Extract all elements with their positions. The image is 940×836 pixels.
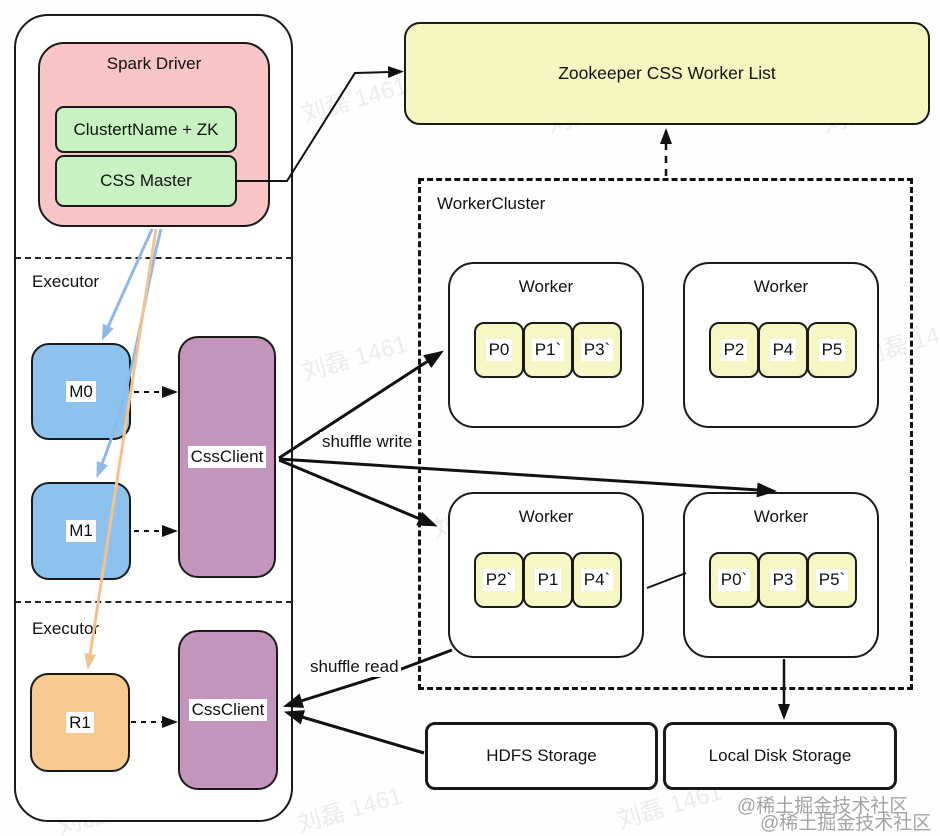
- worker-title: Worker: [518, 507, 574, 526]
- worker-title: Worker: [518, 277, 574, 296]
- shuffle-read-label: shuffle read: [308, 657, 401, 677]
- reduce-task-r1: R1: [30, 673, 130, 772]
- map-task-m1: M1: [31, 482, 131, 580]
- worker-title: Worker: [753, 277, 809, 296]
- executor-separator: [15, 601, 292, 603]
- cluster-name-zk-box: ClustertName + ZK: [55, 106, 237, 153]
- worker-box: Worker P0 P1` P3`: [448, 262, 644, 428]
- partition-label: P2`: [482, 569, 516, 591]
- map-task-m0: M0: [31, 343, 131, 440]
- spark-driver-title: Spark Driver: [106, 54, 202, 73]
- partition-box: P3: [758, 552, 808, 608]
- worker-box: Worker P0` P3 P5`: [683, 492, 879, 658]
- m1-label: M1: [66, 520, 96, 542]
- watermark-user: 刘磊 1461: [294, 782, 406, 836]
- css-client-label: CssClient: [188, 699, 268, 721]
- partition-label: P0`: [717, 569, 751, 591]
- partition-label: P1`: [531, 339, 565, 361]
- css-client-box-bottom: CssClient: [178, 630, 278, 790]
- edge-shuffle-read-hdfs: [283, 710, 425, 755]
- worker-box: Worker P2` P1 P4`: [448, 492, 644, 658]
- worker-title: Worker: [753, 507, 809, 526]
- executor-2-label: Executor: [32, 619, 100, 638]
- edge-shuffle-write-3: [278, 458, 438, 527]
- hdfs-storage-box: HDFS Storage: [425, 722, 658, 790]
- partition-label: P2: [720, 339, 748, 361]
- partition-box: P1: [523, 552, 573, 608]
- shuffle-write-label: shuffle write: [320, 432, 415, 452]
- partition-label: P3`: [580, 339, 614, 361]
- executor-1-label: Executor: [32, 272, 100, 291]
- partition-box: P3`: [572, 322, 622, 378]
- partition-box: P4`: [572, 552, 622, 608]
- partition-box: P2`: [474, 552, 524, 608]
- partition-label: P3: [769, 569, 797, 591]
- partition-box: P0`: [709, 552, 759, 608]
- partition-box: P5`: [807, 552, 857, 608]
- watermark-user: 刘磊 1461: [299, 330, 411, 387]
- partition-box: P2: [709, 322, 759, 378]
- watermark-community: @稀土掘金技术社区: [760, 813, 932, 834]
- partition-box: P1`: [523, 322, 573, 378]
- worker-cluster-label: WorkerCluster: [437, 194, 546, 213]
- css-client-label: CssClient: [187, 446, 267, 468]
- partition-box: P4: [758, 322, 808, 378]
- local-disk-storage-box: Local Disk Storage: [663, 722, 897, 790]
- css-client-box-top: CssClient: [178, 336, 276, 578]
- partition-label: P5`: [815, 569, 849, 591]
- m0-label: M0: [66, 380, 96, 403]
- worker-box: Worker P2 P4 P5: [683, 262, 879, 428]
- partition-label: P5: [818, 339, 846, 361]
- watermark-community: @稀土掘金技术社区: [737, 796, 909, 817]
- css-master-box: CSS Master: [55, 155, 237, 207]
- partition-box: P5: [807, 322, 857, 378]
- partition-label: P4: [769, 339, 797, 361]
- watermark-user: 刘磊 1461: [299, 72, 411, 129]
- partition-label: P4`: [580, 569, 614, 591]
- r1-label: R1: [66, 711, 94, 734]
- executor-separator: [15, 257, 292, 259]
- partition-box: P0: [474, 322, 524, 378]
- partition-label: P0: [485, 339, 513, 361]
- partition-label: P1: [534, 569, 562, 591]
- zookeeper-worker-list-box: Zookeeper CSS Worker List: [404, 22, 930, 125]
